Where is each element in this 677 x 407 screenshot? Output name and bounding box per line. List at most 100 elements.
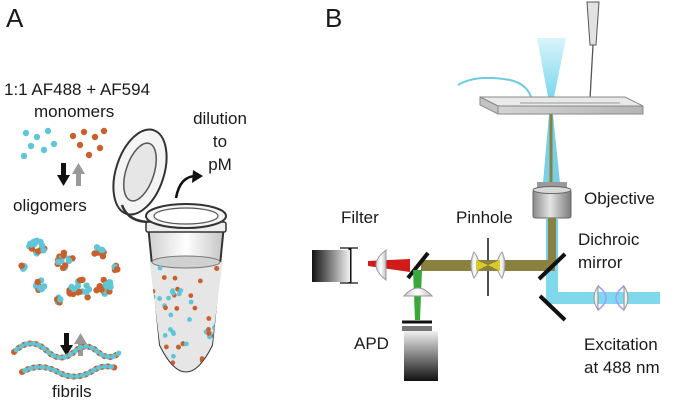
dye-particle: [55, 258, 62, 265]
dye-particle: [205, 361, 211, 366]
dye-particle: [164, 344, 169, 350]
pipette: [586, 1, 600, 100]
panel-b-letter: B: [325, 3, 342, 33]
red-detector: [312, 250, 350, 282]
apd-window: [402, 326, 432, 331]
dye-particle: [84, 294, 91, 301]
dye-particle: [170, 360, 176, 366]
dilution-line-2: to: [213, 132, 227, 151]
dye-particle: [163, 305, 168, 311]
dye-particle: [40, 247, 47, 254]
dye-particle: [188, 293, 194, 298]
excitation-beam-vertical: [546, 266, 558, 304]
dye-particle: [214, 341, 220, 347]
monomers-cluster: [20, 127, 108, 160]
dye-particle: [114, 266, 121, 273]
dye-particle: [206, 316, 212, 321]
dye-particle: [85, 286, 93, 293]
dye-particle: [178, 288, 184, 293]
stage-fibrils: fibrils: [52, 382, 92, 401]
fibril-chain: [11, 340, 123, 380]
equilibrium-arrows-1: [57, 163, 85, 186]
dye-particle: [161, 275, 167, 280]
apd-label: APD: [354, 334, 389, 353]
dye-particle: [170, 288, 176, 294]
dye-particle: [18, 262, 25, 269]
dye-particle: [27, 241, 35, 248]
dye-particle: [183, 341, 189, 347]
dye-particle: [171, 353, 176, 359]
emission-to-dichroic: [548, 218, 556, 262]
dye-particle: [172, 275, 178, 281]
dye-particle: [171, 331, 177, 337]
dye-particle: [96, 283, 103, 290]
dye-particle: [76, 277, 84, 284]
lower-mirror: [538, 294, 567, 322]
dye-particle: [206, 327, 211, 332]
excitation-line-1: Excitation: [584, 335, 658, 354]
dye-particle: [157, 296, 163, 301]
dye-particle: [98, 246, 105, 253]
dye-particle: [99, 253, 107, 260]
dye-particle: [197, 278, 203, 284]
dye-particle: [70, 285, 78, 293]
dilution-arrowhead: [192, 170, 203, 183]
dye-particle: [176, 344, 181, 350]
dichroic-label: Dichroic mirror: [578, 230, 640, 272]
dye-particle: [214, 341, 220, 347]
panel-a-letter: A: [6, 3, 24, 33]
dye-particle: [61, 262, 69, 269]
dilution-line-1: dilution: [193, 109, 247, 128]
dye-particle: [150, 294, 156, 300]
dye-particle: [192, 305, 198, 311]
objective-lens: [532, 182, 572, 219]
dye-particle: [214, 266, 220, 271]
dye-particle: [37, 238, 44, 246]
filter-label: Filter: [341, 208, 379, 227]
dye-particle: [60, 252, 67, 259]
sample-slide: [479, 96, 644, 115]
inlet-tubing: [457, 76, 533, 101]
dye-particle: [206, 331, 212, 336]
emission-splitter: [406, 251, 430, 280]
dye-particle: [174, 306, 180, 311]
dye-particle: [57, 296, 64, 303]
dye-particle: [107, 284, 114, 291]
dye-particle: [35, 248, 42, 255]
emission-path: [421, 260, 555, 271]
dye-particle: [214, 341, 220, 347]
dye-particle: [157, 265, 163, 271]
dye-particle: [168, 312, 174, 318]
excitation-label: Excitation at 488 nm: [584, 335, 660, 377]
apd-detector: [404, 331, 438, 381]
red-lens: [375, 248, 387, 282]
dye-particle: [65, 257, 73, 264]
excitation-cone: [537, 38, 566, 102]
dye-particle: [40, 283, 48, 290]
excitation-line-2: at 488 nm: [584, 358, 660, 377]
red-beam: [368, 259, 410, 272]
objective-label: Objective: [584, 189, 655, 208]
panel-b: B Objective: [312, 1, 660, 381]
dye-particle: [67, 290, 74, 297]
dilution-label: dilution to pM: [193, 109, 247, 174]
stage-monomers: monomers: [34, 102, 114, 121]
dye-particle: [214, 341, 220, 347]
dye-particle: [214, 341, 220, 347]
dye-particle: [150, 289, 156, 294]
oligomers-cluster: [18, 237, 121, 306]
mixture-label: 1:1 AF488 + AF594: [4, 80, 150, 99]
dichroic-line-1: Dichroic: [578, 230, 640, 249]
pinhole: [470, 238, 506, 296]
dichroic-mirror: [537, 252, 567, 281]
dye-particle: [34, 278, 41, 286]
dye-particle: [187, 317, 192, 322]
panel-a: A 1:1 AF488 + AF594 monomers oligomers f…: [4, 3, 247, 401]
green-lens: [402, 287, 434, 297]
pinhole-label: Pinhole: [456, 208, 513, 227]
dye-particle: [213, 332, 219, 338]
dye-particle: [151, 349, 157, 355]
dye-particle: [214, 341, 220, 347]
